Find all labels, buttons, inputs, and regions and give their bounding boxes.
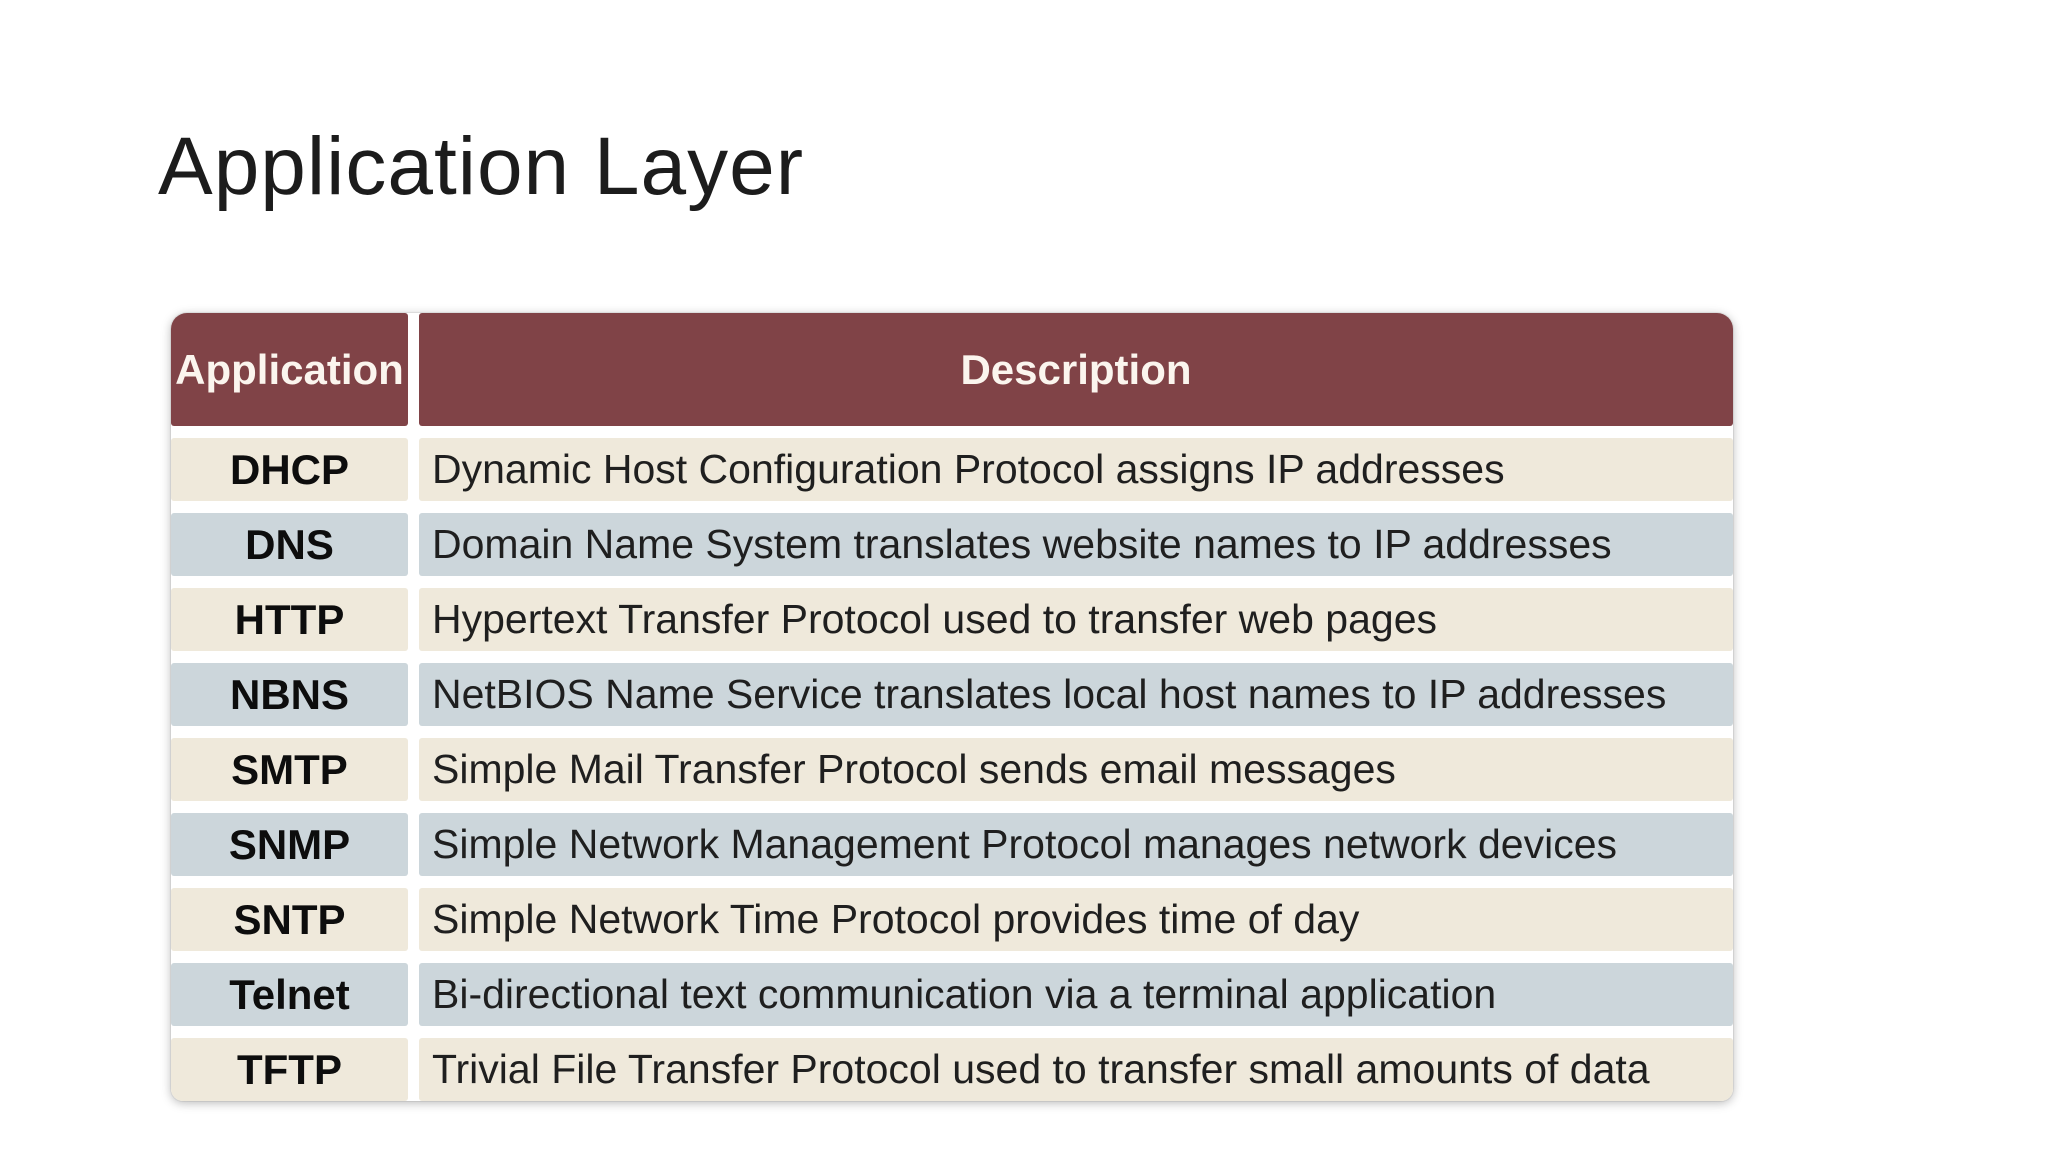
table-row: SMTP Simple Mail Transfer Protocol sends… — [171, 738, 1733, 801]
table-row: DNS Domain Name System translates websit… — [171, 513, 1733, 576]
protocol-name: NBNS — [229, 670, 349, 718]
protocol-description: Simple Network Time Protocol provides ti… — [432, 896, 1360, 942]
protocol-description: Dynamic Host Configuration Protocol assi… — [432, 446, 1505, 492]
table-row: Telnet Bi-directional text communication… — [171, 963, 1733, 1026]
table-row: NBNS NetBIOS Name Service translates loc… — [171, 663, 1733, 726]
protocol-name: Telnet — [229, 970, 350, 1018]
header-cell-application: Application — [171, 313, 408, 426]
protocol-description: Trivial File Transfer Protocol used to t… — [432, 1046, 1650, 1092]
protocol-name: HTTP — [234, 595, 345, 643]
table-header-row: Application Description — [171, 313, 1733, 426]
protocol-description: NetBIOS Name Service translates local ho… — [432, 671, 1667, 717]
protocol-description: Simple Mail Transfer Protocol sends emai… — [432, 746, 1396, 792]
protocol-name: TFTP — [237, 1045, 342, 1093]
protocol-name: DHCP — [229, 445, 349, 493]
table-row: HTTP Hypertext Transfer Protocol used to… — [171, 588, 1733, 651]
protocol-description: Simple Network Management Protocol manag… — [432, 821, 1617, 867]
protocol-name: DNS — [245, 520, 334, 568]
protocol-name: SNMP — [228, 820, 351, 868]
protocol-name: SNTP — [233, 895, 346, 943]
protocol-name: SMTP — [231, 745, 348, 793]
header-cell-description: Description — [419, 313, 1733, 426]
table-row: TFTP Trivial File Transfer Protocol used… — [171, 1038, 1733, 1101]
table-row: SNTP Simple Network Time Protocol provid… — [171, 888, 1733, 951]
table-body: DHCP Dynamic Host Configuration Protocol… — [171, 438, 1733, 1101]
table-row: DHCP Dynamic Host Configuration Protocol… — [171, 438, 1733, 501]
page-title: Application Layer — [158, 121, 805, 212]
table-row: SNMP Simple Network Management Protocol … — [171, 813, 1733, 876]
protocol-description: Bi-directional text communication via a … — [432, 971, 1497, 1017]
protocol-description: Domain Name System translates website na… — [432, 521, 1612, 567]
protocol-description: Hypertext Transfer Protocol used to tran… — [432, 596, 1438, 642]
protocol-table: Application Description DHCP Dynamic Hos… — [171, 313, 1733, 1101]
